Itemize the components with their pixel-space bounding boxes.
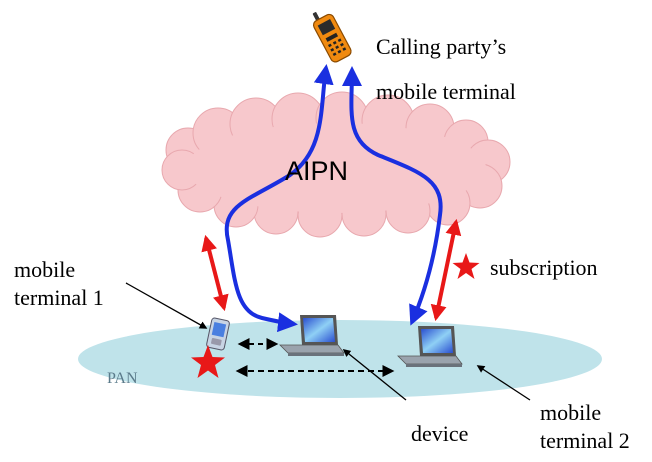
laptop-icon-device xyxy=(279,315,345,356)
pan-area xyxy=(78,320,602,398)
star-icon-subscription xyxy=(452,253,480,279)
pointer-mt1 xyxy=(125,282,208,329)
mobile-terminal-1-label-line2: terminal 1 xyxy=(14,285,104,310)
aipn-label: AIPN xyxy=(285,156,349,186)
red-arrow-left xyxy=(201,234,229,312)
subscription-label: subscription xyxy=(490,255,598,280)
mobile-terminal-1-label-line1: mobile xyxy=(14,257,76,282)
mobile-terminal-2-label-line1: mobile xyxy=(540,400,602,425)
pointer-mt2 xyxy=(476,365,531,401)
red-arrow-right xyxy=(430,218,462,322)
laptop-icon-mt2 xyxy=(397,326,463,367)
calling-party-label-line1: Calling party’s xyxy=(376,34,507,59)
device-label: device xyxy=(411,421,469,446)
blue-path-right xyxy=(341,66,443,326)
blue-path-left xyxy=(224,64,334,333)
mobile-phone-icon xyxy=(312,12,352,63)
pan-label: PAN xyxy=(107,370,138,387)
pointer-device xyxy=(342,349,407,401)
star-icon-pan xyxy=(191,345,225,378)
mobile-terminal-2-label-line2: terminal 2 xyxy=(540,428,630,453)
pda-icon xyxy=(206,317,230,351)
calling-party-label-line2: mobile terminal xyxy=(376,79,516,104)
